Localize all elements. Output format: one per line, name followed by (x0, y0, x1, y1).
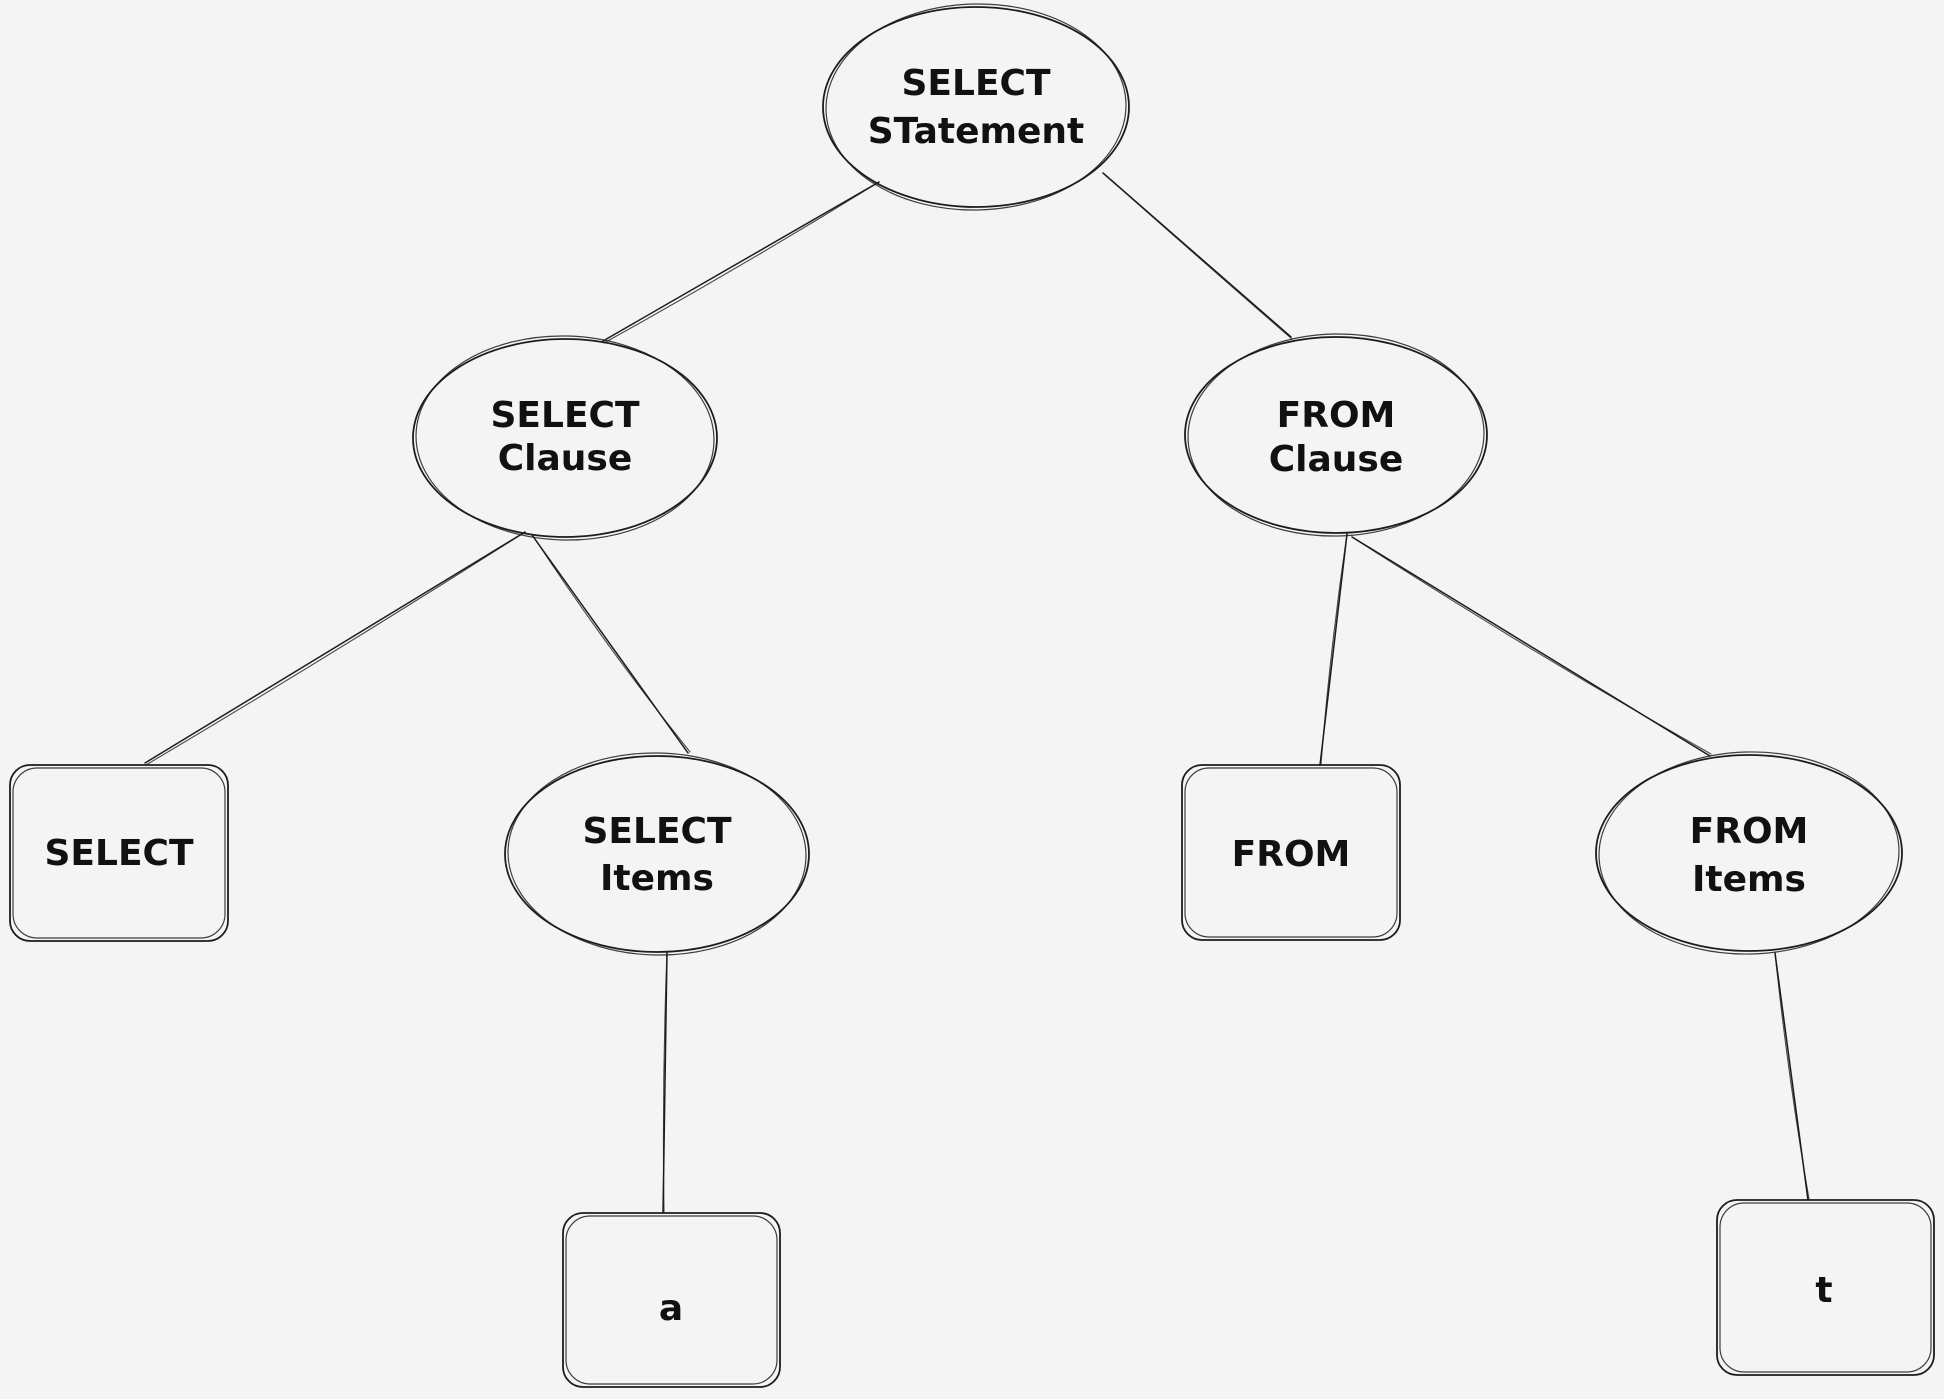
edge-line-echo (1351, 536, 1712, 755)
leaf-select-keyword: SELECT (9, 764, 229, 942)
node-select-clause-label-line1: SELECT (490, 395, 639, 436)
edge-line-echo (1774, 952, 1810, 1200)
edge-select-items-to-item-a (662, 951, 668, 1214)
node-select-items-label-line2: Items (600, 858, 714, 899)
edge-select-clause-to-select-keyword (144, 531, 526, 766)
edge-line-echo (1320, 533, 1348, 765)
node-select-items-label-line1: SELECT (582, 811, 731, 852)
edge-line (144, 531, 526, 764)
leaf-item-t-shape (1716, 1199, 1935, 1376)
edge-select-statement-to-from-clause (1102, 172, 1293, 340)
leaf-item-a-label: a (659, 1288, 683, 1329)
edge-line-echo (603, 181, 880, 344)
node-select-statement-label-line2: STatement (868, 111, 1085, 152)
edge-line (602, 181, 880, 342)
leaf-select-keyword-label: SELECT (44, 833, 193, 874)
edge-from-clause-to-from-items (1351, 536, 1712, 757)
edge-line-echo (1102, 172, 1293, 340)
edge-select-statement-to-select-clause (602, 181, 880, 344)
node-select-clause: SELECT Clause (412, 335, 718, 541)
node-select-items: SELECT Items (504, 752, 810, 956)
node-select-items-shape (504, 755, 810, 953)
leaf-item-a: a (562, 1212, 781, 1388)
leaf-item-t-shape-echo (1719, 1202, 1932, 1373)
node-from-items: FROM Items (1595, 751, 1903, 955)
leaf-select-keyword-shape-echo (12, 767, 226, 939)
edge-line-echo (145, 531, 526, 766)
edge-from-clause-to-from-keyword (1319, 533, 1348, 766)
node-from-items-shape (1595, 754, 1903, 952)
node-from-items-shape-echo (1598, 751, 1900, 955)
node-select-clause-shape (412, 338, 718, 538)
leaf-from-keyword: FROM (1181, 764, 1401, 941)
node-from-clause-shape-echo (1187, 333, 1485, 537)
leaf-select-keyword-shape (9, 764, 229, 942)
node-from-clause-label-line1: FROM (1277, 395, 1396, 436)
leaf-item-t: t (1716, 1199, 1935, 1376)
node-select-statement-label-line1: SELECT (901, 63, 1050, 104)
node-select-statement-shape-echo (825, 3, 1127, 211)
leaf-from-keyword-shape (1181, 764, 1401, 941)
leaf-item-a-shape-echo (565, 1215, 778, 1385)
edge-select-clause-to-select-items (531, 534, 691, 754)
node-select-statement: SELECT STatement (822, 3, 1130, 211)
node-select-items-shape-echo (507, 752, 807, 956)
node-select-clause-label-line2: Clause (498, 438, 633, 479)
node-select-statement-shape (822, 6, 1130, 208)
edge-line-echo (532, 535, 691, 753)
node-from-items-label-line1: FROM (1690, 811, 1809, 852)
node-from-items-label-line2: Items (1692, 859, 1806, 900)
leaf-item-t-label: t (1815, 1270, 1832, 1311)
node-select-clause-shape-echo (415, 335, 715, 541)
node-from-clause-shape (1184, 336, 1488, 534)
edge-from-items-to-item-t (1774, 952, 1810, 1201)
leaf-from-keyword-shape-echo (1184, 767, 1398, 938)
leaf-item-a-shape (562, 1212, 781, 1388)
node-from-clause: FROM Clause (1184, 333, 1488, 537)
node-from-clause-label-line2: Clause (1269, 439, 1404, 480)
edge-line-echo (662, 951, 668, 1213)
leaf-from-keyword-label: FROM (1232, 834, 1351, 875)
